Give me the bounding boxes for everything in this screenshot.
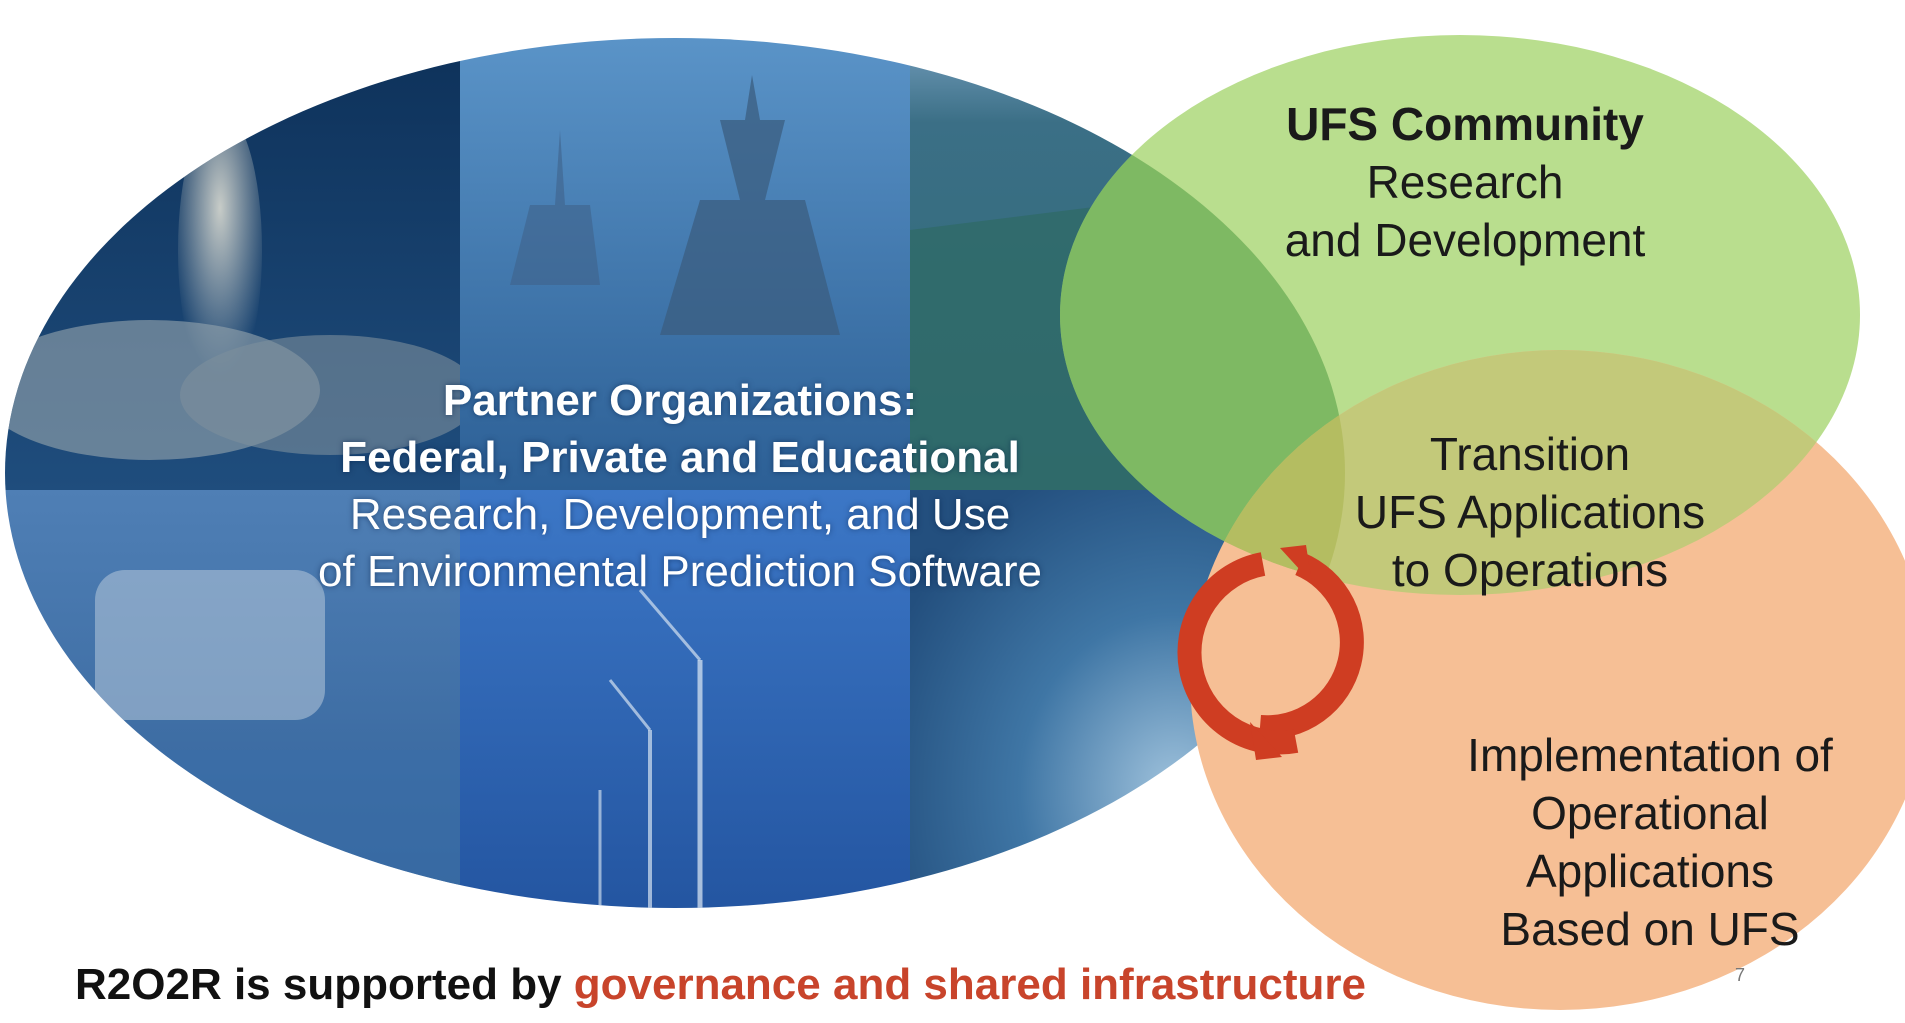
ufs-community-title: UFS Community xyxy=(1286,98,1644,150)
footer-prefix: R2O2R is supported by xyxy=(75,960,574,1009)
transition-line1: Transition xyxy=(1429,428,1631,480)
transition-line3: to Operations xyxy=(1391,544,1669,596)
footer-highlight: governance and shared infrastructure xyxy=(573,960,1367,1009)
ufs-community-line2: Research xyxy=(1366,156,1564,208)
partner-description-line2: of Environmental Prediction Software xyxy=(318,547,1042,596)
transition-line2: UFS Applications xyxy=(1354,486,1706,538)
implementation-line4: Based on UFS xyxy=(1500,903,1800,955)
transition-text: Transition UFS Applications to Operation… xyxy=(1300,425,1760,599)
implementation-line2: Operational xyxy=(1531,787,1769,839)
wind-turbines-photo xyxy=(460,490,910,908)
partner-heading: Partner Organizations: xyxy=(442,376,918,425)
page-number: 7 xyxy=(1735,965,1746,985)
implementation-text: Implementation of Operational Applicatio… xyxy=(1405,726,1895,958)
footer-caption: R2O2R is supported by governance and sha… xyxy=(75,960,1366,1010)
implementation-line1: Implementation of xyxy=(1467,729,1833,781)
partner-organizations-text: Partner Organizations: Federal, Private … xyxy=(250,372,1110,600)
ship-silhouette xyxy=(660,75,840,335)
ufs-community-text: UFS Community Research and Development xyxy=(1235,95,1695,269)
partner-description-line1: Research, Development, and Use xyxy=(349,490,1011,539)
ufs-community-line3: and Development xyxy=(1284,214,1646,266)
partner-subheading: Federal, Private and Educational xyxy=(340,433,1020,482)
implementation-line3: Applications xyxy=(1525,845,1775,897)
cycle-arrow-icon xyxy=(1177,545,1364,760)
